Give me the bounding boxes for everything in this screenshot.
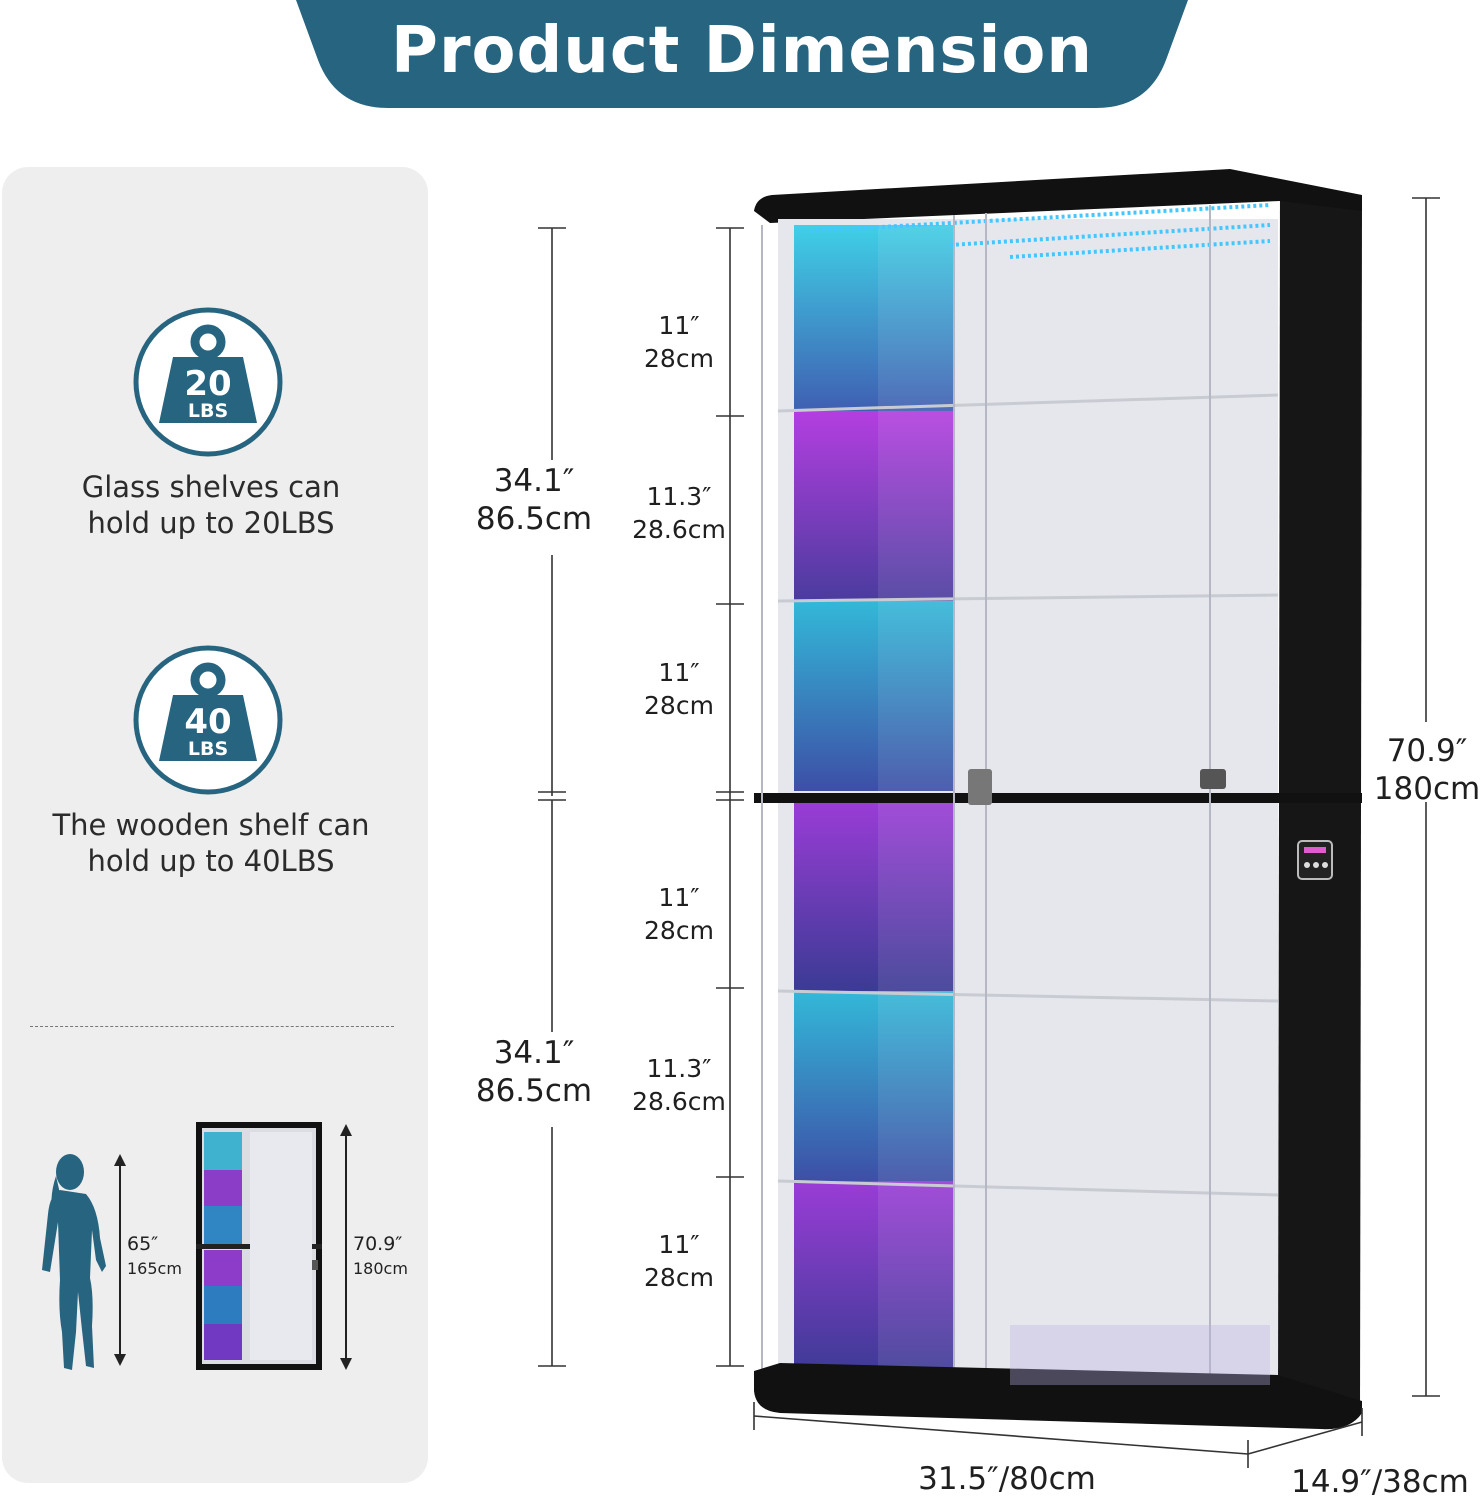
dimension-cm: 86.5cm	[475, 1073, 593, 1109]
weight-20-badge: 20 LBS	[133, 307, 283, 457]
depth-dimension: 14.9″/38cm	[1291, 1464, 1469, 1500]
badge-caption: The wooden shelf can hold up to 40LBS	[0, 807, 424, 879]
cabinet-height-cm: 180cm	[353, 1259, 408, 1278]
badge-caption: Glass shelves can hold up to 20LBS	[0, 469, 424, 541]
person-height-cm: 165cm	[127, 1259, 182, 1278]
size-comparison: 65″ 165cm 70.9″ 180cm	[42, 1122, 408, 1370]
shelf-height-4: 11″ 28cm	[620, 881, 738, 947]
dimension-inches: 11″	[658, 311, 700, 340]
mini-cabinet-image	[196, 1122, 322, 1370]
dimension-inches: 11.3″	[646, 482, 712, 511]
caption-line: Glass shelves can	[81, 470, 341, 504]
dimension-cm: 28cm	[644, 1263, 714, 1292]
person-height-in: 65″	[127, 1233, 158, 1255]
shelf-height-2: 11.3″ 28.6cm	[620, 480, 738, 546]
banner-shape	[296, 0, 1188, 108]
dimension-cm: 28cm	[644, 916, 714, 945]
dashed-divider	[30, 1026, 394, 1027]
dimension-cm: 28cm	[644, 344, 714, 373]
dimension-inches: 34.1″	[493, 463, 575, 499]
shelf-height-6: 11″ 28cm	[620, 1228, 738, 1294]
dimension-inches: 11″	[658, 658, 700, 687]
width-dimension: 31.5″/80cm	[918, 1461, 1096, 1497]
dimension-inches: 11″	[658, 883, 700, 912]
caption-line: The wooden shelf can	[52, 808, 370, 842]
caption-line: hold up to 20LBS	[87, 506, 335, 540]
shelf-height-5: 11.3″ 28.6cm	[620, 1052, 738, 1118]
dimension-inches: 11″	[658, 1230, 700, 1259]
total-height-line	[1412, 197, 1440, 1397]
weight-40-badge: 40 LBS	[133, 645, 283, 795]
shelf-height-1: 11″ 28cm	[620, 309, 738, 375]
total-height: 70.9″ 180cm	[1372, 732, 1482, 808]
dimension-cm: 28.6cm	[632, 515, 726, 544]
section-height-upper: 34.1″ 86.5cm	[464, 462, 604, 538]
page-title: Product Dimension	[391, 14, 1093, 88]
person-silhouette-icon	[42, 1154, 106, 1370]
weight-icon: 40 LBS	[133, 645, 283, 795]
shelf-height-3: 11″ 28cm	[620, 656, 738, 722]
dimension-cm: 28.6cm	[632, 1087, 726, 1116]
dimension-inches: 11.3″	[646, 1054, 712, 1083]
section-height-lower: 34.1″ 86.5cm	[464, 1034, 604, 1110]
dimension-cm: 28cm	[644, 691, 714, 720]
display-cabinet-image	[754, 169, 1362, 1430]
dimension-cm: 86.5cm	[475, 501, 593, 537]
badge-unit: LBS	[188, 400, 228, 422]
width-depth-lines	[753, 1402, 1363, 1468]
badge-number: 20	[184, 364, 231, 404]
title-banner: Product Dimension	[296, 0, 1188, 108]
dimension-inches: 70.9″	[1386, 733, 1468, 769]
badge-unit: LBS	[188, 738, 228, 760]
caption-line: hold up to 40LBS	[87, 844, 335, 878]
weight-icon: 20 LBS	[133, 307, 283, 457]
dimension-cm: 180cm	[1373, 771, 1481, 807]
dimension-inches: 34.1″	[493, 1035, 575, 1071]
dimension-lines	[538, 227, 744, 1367]
cabinet-height-in: 70.9″	[353, 1233, 402, 1255]
badge-number: 40	[184, 702, 231, 742]
